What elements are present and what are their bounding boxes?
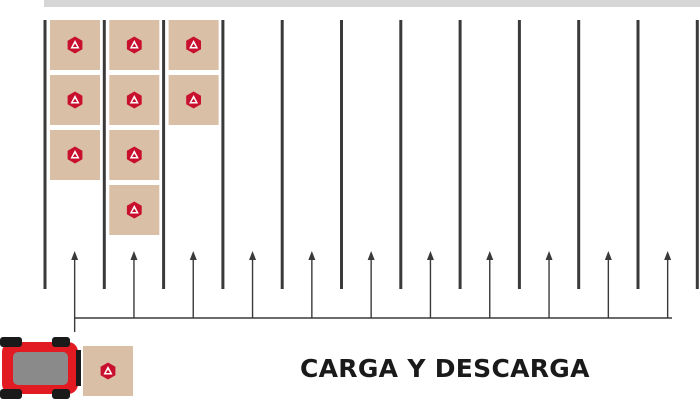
triangle-logo-icon bbox=[186, 36, 201, 54]
triangle-logo-icon bbox=[126, 91, 142, 109]
top-bar bbox=[44, 0, 700, 7]
arrow-head bbox=[664, 251, 672, 260]
arrow-head bbox=[130, 251, 138, 260]
triangle-logo-icon bbox=[67, 91, 83, 109]
triangle-logo-icon bbox=[67, 146, 83, 164]
arrow-head bbox=[308, 251, 316, 260]
triangle-logo-icon bbox=[186, 91, 201, 109]
arrow-head bbox=[486, 251, 494, 260]
arrow-head bbox=[71, 251, 79, 260]
diagram-caption: CARGA Y DESCARGA bbox=[300, 354, 590, 383]
arrow-head bbox=[189, 251, 197, 260]
triangle-logo-icon bbox=[126, 146, 142, 164]
triangle-logo-icon bbox=[100, 362, 116, 380]
arrow-head bbox=[249, 251, 257, 260]
triangle-logo-icon bbox=[126, 36, 142, 54]
arrow-head bbox=[426, 251, 434, 260]
arrow-head bbox=[545, 251, 553, 260]
forklift-icon bbox=[0, 337, 81, 399]
triangle-logo-icon bbox=[67, 36, 83, 54]
arrow-head bbox=[604, 251, 612, 260]
triangle-logo-icon bbox=[126, 201, 142, 219]
arrow-head bbox=[367, 251, 375, 260]
